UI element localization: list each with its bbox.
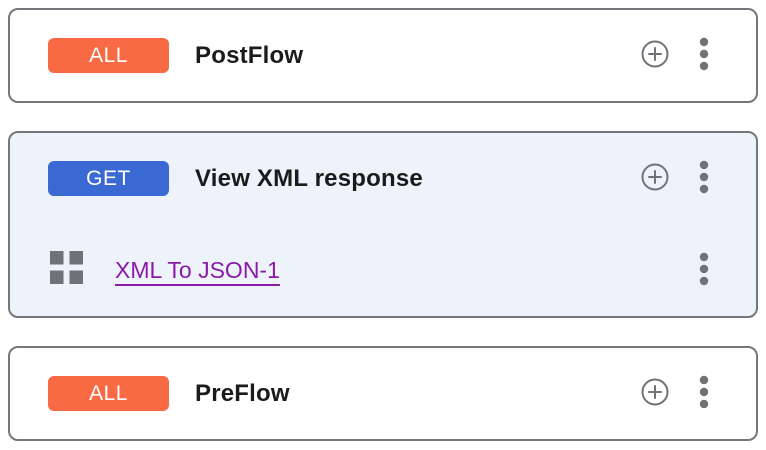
kebab-menu-icon <box>699 375 709 412</box>
plus-circle-icon <box>641 163 669 194</box>
flow-card-preflow[interactable]: ALL PreFlow <box>8 346 758 441</box>
method-badge: GET <box>48 161 169 196</box>
more-options-button[interactable] <box>699 375 709 412</box>
plus-circle-icon <box>641 40 669 71</box>
flow-card-postflow[interactable]: ALL PostFlow <box>8 8 758 103</box>
flow-row: ALL PreFlow <box>10 348 756 439</box>
kebab-menu-icon <box>699 252 709 289</box>
method-badge: ALL <box>48 38 169 73</box>
policy-step-row[interactable]: XML To JSON-1 <box>10 224 756 316</box>
add-step-button[interactable] <box>641 40 669 71</box>
kebab-menu-icon <box>699 37 709 74</box>
add-step-button[interactable] <box>641 163 669 194</box>
policy-link[interactable]: XML To JSON-1 <box>115 256 280 283</box>
flow-card-view-xml-response[interactable]: GET View XML response <box>8 131 758 318</box>
add-step-button[interactable] <box>641 378 669 409</box>
row-actions <box>641 37 709 74</box>
more-options-button[interactable] <box>699 252 709 289</box>
row-actions <box>699 252 709 289</box>
plus-circle-icon <box>641 378 669 409</box>
policy-grid-icon <box>50 251 83 289</box>
row-actions <box>641 375 709 412</box>
more-options-button[interactable] <box>699 37 709 74</box>
flow-title: PreFlow <box>195 379 290 407</box>
flow-title: View XML response <box>195 164 423 192</box>
kebab-menu-icon <box>699 160 709 197</box>
method-badge: ALL <box>48 376 169 411</box>
row-actions <box>641 160 709 197</box>
flow-title: PostFlow <box>195 41 304 69</box>
more-options-button[interactable] <box>699 160 709 197</box>
flow-row: ALL PostFlow <box>10 10 756 101</box>
flow-row: GET View XML response <box>10 133 756 224</box>
